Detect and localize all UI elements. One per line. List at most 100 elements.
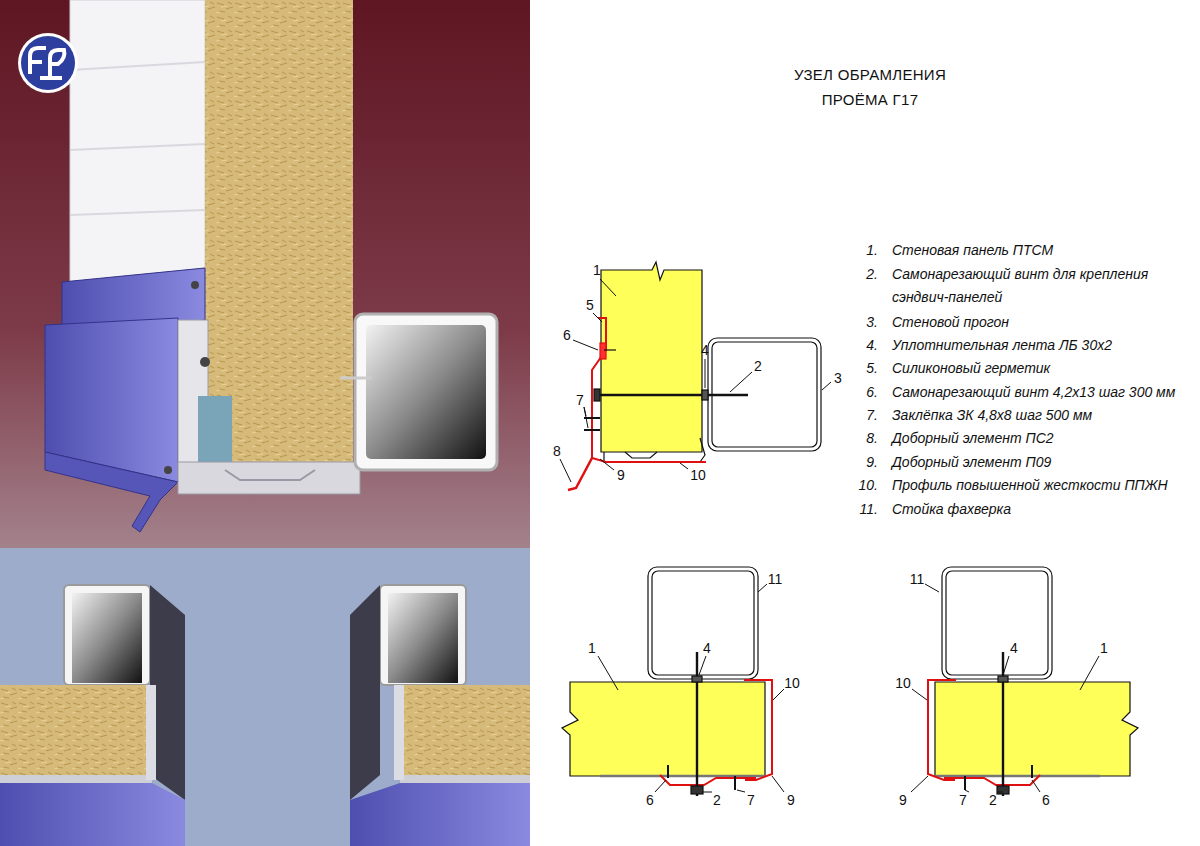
legend-text: Самонарезающий винт 4,2х13 шаг 300 мм bbox=[892, 381, 1175, 404]
callout-number: 5 bbox=[586, 297, 594, 313]
legend-text: Стеновой прогон bbox=[892, 311, 1009, 334]
render-corners bbox=[0, 775, 152, 783]
section-top bbox=[625, 452, 657, 458]
section-bottom-right bbox=[997, 786, 1009, 794]
section-bottom-right bbox=[944, 775, 1040, 785]
render-corners bbox=[400, 685, 530, 777]
legend-text: Стойка фахверка bbox=[892, 498, 1011, 521]
render-main bbox=[355, 314, 497, 470]
leader-line bbox=[965, 790, 969, 792]
section-bottom-left bbox=[562, 682, 765, 776]
leader-line bbox=[822, 382, 831, 390]
section-top bbox=[584, 429, 600, 431]
legend-number: 6. bbox=[858, 381, 878, 404]
render-main bbox=[0, 0, 530, 548]
legend-number: 2. bbox=[858, 263, 878, 286]
section-top bbox=[702, 390, 708, 400]
callout-number: 9 bbox=[787, 792, 795, 808]
callout-number: 10 bbox=[690, 467, 706, 483]
leader-line bbox=[911, 776, 928, 792]
leader-line bbox=[560, 459, 571, 482]
leader-line bbox=[773, 689, 784, 700]
leader-line bbox=[758, 584, 767, 592]
render-corners bbox=[146, 685, 156, 780]
callout-number: 2 bbox=[989, 792, 997, 808]
callout-number: 4 bbox=[703, 640, 711, 656]
section-bottom-right bbox=[928, 680, 956, 780]
render-main bbox=[178, 462, 360, 494]
legend-text: Профиль повышенной жесткости ППЖН bbox=[892, 474, 1168, 497]
callout-number: 7 bbox=[576, 392, 584, 408]
leader-line bbox=[699, 656, 706, 675]
section-bottom-right bbox=[946, 571, 1048, 675]
callout-number: 9 bbox=[617, 467, 625, 483]
section-top bbox=[604, 438, 705, 462]
section-bottom-left bbox=[734, 776, 736, 790]
legend-text: Силиконовый герметик bbox=[892, 357, 1050, 380]
render-corners bbox=[0, 783, 185, 846]
legend-number: 11. bbox=[858, 498, 878, 521]
leader-line bbox=[600, 279, 616, 296]
callout-number: 10 bbox=[784, 675, 800, 691]
legend-text: Доборный элемент П09 bbox=[892, 451, 1051, 474]
logo bbox=[21, 36, 75, 90]
legend-text: Стеновая панель ПТСМ bbox=[892, 239, 1053, 262]
leader-line bbox=[730, 372, 752, 392]
legend-text: Самонарезающий винт для крепления сэндви… bbox=[892, 263, 1162, 309]
render-main bbox=[200, 357, 210, 367]
leader-line bbox=[655, 780, 666, 792]
render-corners bbox=[64, 585, 150, 685]
section-bottom-right bbox=[942, 567, 1052, 679]
leader-line bbox=[772, 776, 784, 792]
callout-number: 7 bbox=[747, 792, 755, 808]
section-bottom-left bbox=[692, 676, 702, 682]
render-main bbox=[45, 452, 178, 532]
section-bottom-right bbox=[998, 676, 1008, 682]
leader-line bbox=[584, 407, 588, 428]
leader-line bbox=[598, 584, 784, 792]
render-corners bbox=[388, 593, 458, 683]
callout-number: 2 bbox=[754, 358, 762, 374]
logo bbox=[18, 33, 78, 93]
legend-text: Заклёпка ЗК 4,8х8 шаг 500 мм bbox=[892, 404, 1092, 427]
render-corners bbox=[0, 548, 530, 846]
render-corners bbox=[350, 585, 380, 800]
callout-number: 1 bbox=[593, 262, 601, 278]
leader-line bbox=[1080, 656, 1099, 690]
render-corners bbox=[0, 548, 530, 846]
render-main bbox=[164, 466, 172, 474]
callout-number: 11 bbox=[910, 571, 925, 587]
render-main bbox=[70, 62, 205, 215]
legend-number: 5. bbox=[858, 357, 878, 380]
render-main bbox=[340, 377, 372, 380]
leader-line bbox=[911, 584, 1099, 792]
leader-line bbox=[680, 463, 688, 469]
leader-line bbox=[737, 790, 745, 792]
leader-line bbox=[912, 689, 927, 700]
section-bottom-left bbox=[744, 680, 772, 780]
leader-line bbox=[573, 340, 598, 350]
render-main bbox=[0, 0, 530, 548]
legend-text: Доборный элемент ПС2 bbox=[892, 427, 1054, 450]
leader-line bbox=[560, 279, 831, 482]
leader-line bbox=[925, 584, 939, 592]
section-bottom-left bbox=[696, 652, 698, 796]
section-bottom-right bbox=[935, 682, 1138, 776]
callout-number: 10 bbox=[895, 675, 911, 691]
section-bottom-left bbox=[691, 786, 703, 794]
render-corners bbox=[0, 685, 152, 777]
leader-line bbox=[600, 459, 614, 470]
legend-number: 4. bbox=[858, 334, 878, 357]
legend-number: 3. bbox=[858, 311, 878, 334]
callout-number: 11 bbox=[768, 571, 783, 587]
section-bottom-left bbox=[667, 765, 669, 778]
callout-number: 3 bbox=[834, 370, 842, 386]
legend-number: 7. bbox=[858, 404, 878, 427]
render-main bbox=[225, 470, 315, 480]
legend-number: 9. bbox=[858, 451, 878, 474]
callout-number: 2 bbox=[713, 792, 721, 808]
render-corners bbox=[400, 775, 530, 783]
section-bottom-left bbox=[648, 567, 758, 679]
render-corners bbox=[380, 585, 466, 685]
